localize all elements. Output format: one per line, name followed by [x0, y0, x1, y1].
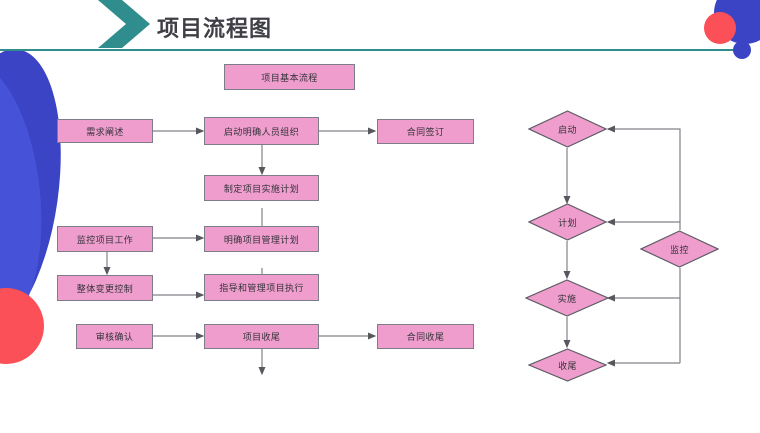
flow-node-monitor-project-work[interactable]: 监控项目工作 [57, 226, 153, 252]
chevron-right-icon [98, 0, 150, 48]
flow-node-integrated-change-control[interactable]: 整体变更控制 [57, 275, 153, 301]
flow-diamond-closure[interactable]: 收尾 [528, 348, 607, 382]
header-divider [0, 49, 745, 51]
flow-diamond-label: 监控 [670, 244, 689, 255]
flow-connectors [103, 125, 681, 376]
flow-diamond-execution[interactable]: 实施 [525, 279, 609, 317]
flow-node-project-closure[interactable]: 项目收尾 [204, 324, 319, 349]
flow-node-project-basic-process[interactable]: 项目基本流程 [224, 64, 355, 90]
decor-blue-dot-top-right [733, 41, 751, 59]
flow-diamond-label: 实施 [557, 293, 577, 304]
flow-node-management-plan[interactable]: 明确项目管理计划 [204, 226, 319, 252]
diamond-shape-icon [528, 203, 607, 241]
diamond-shape-icon [528, 110, 607, 148]
flow-node-implementation-plan[interactable]: 制定项目实施计划 [204, 175, 319, 201]
flow-node-review-confirm[interactable]: 审核确认 [76, 324, 153, 349]
diamond-shape-icon [640, 230, 719, 268]
flow-node-startup-staffing[interactable]: 启动明确人员组织 [204, 117, 319, 145]
diamond-shape-icon [525, 279, 609, 317]
flow-node-requirement-statement[interactable]: 需求阐述 [57, 119, 153, 143]
page-title: 项目流程图 [157, 16, 273, 41]
flow-diamond-label: 计划 [558, 217, 577, 228]
flow-diamond-plan[interactable]: 计划 [528, 203, 607, 241]
flow-diamond-startup[interactable]: 启动 [528, 110, 607, 148]
flow-diamond-label: 收尾 [558, 360, 577, 371]
decor-red-circle-top-right [704, 12, 736, 44]
flow-diamond-label: 启动 [558, 124, 577, 135]
flowchart-canvas: 项目基本流程 需求阐述 启动明确人员组织 合同签订 制定项目实施计划 监控项目工… [0, 50, 760, 433]
flow-node-contract-signing[interactable]: 合同签订 [377, 119, 474, 144]
flow-diamond-monitor[interactable]: 监控 [640, 230, 719, 268]
diamond-shape-icon [528, 348, 607, 382]
flow-node-direct-manage-execution[interactable]: 指导和管理项目执行 [204, 274, 319, 301]
flow-node-contract-closure[interactable]: 合同收尾 [377, 324, 474, 349]
